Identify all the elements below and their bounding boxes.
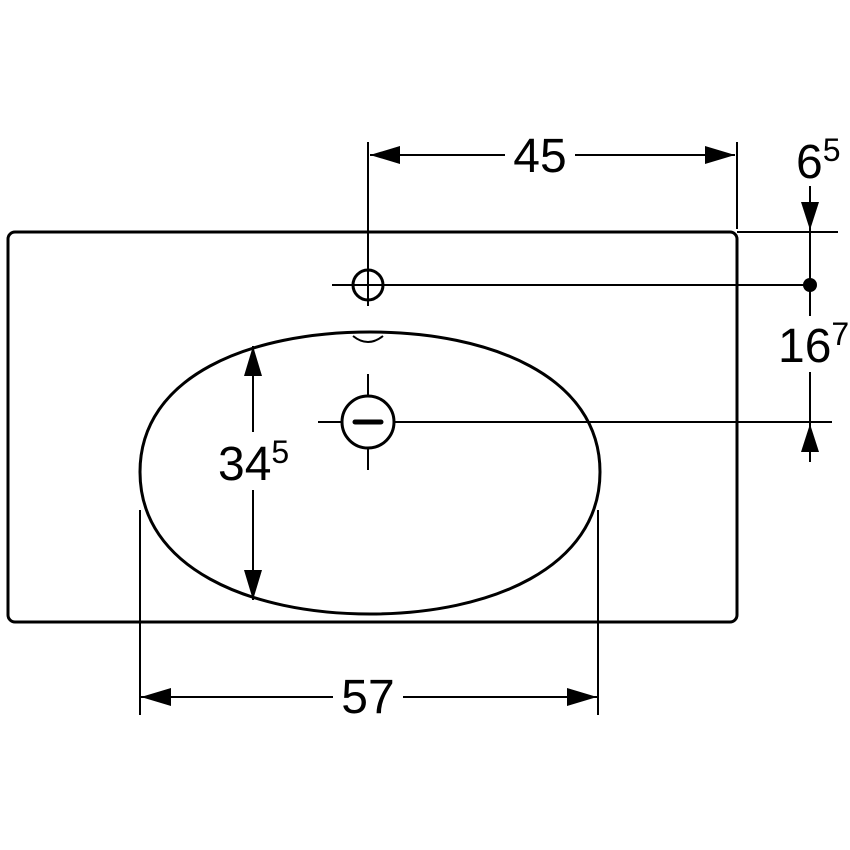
dim-45-value: 45 [513, 130, 566, 183]
dim-45-label-halo [505, 131, 575, 179]
dim-167-sup: 7 [831, 316, 849, 352]
overflow-slot [352, 335, 384, 343]
dim-65-sup: 5 [823, 132, 841, 168]
dim-65-value: 6 [796, 136, 823, 189]
dim-57-label: 57 [341, 671, 394, 724]
dim-345-arrow-up-icon [244, 346, 262, 376]
bowl-outline [138, 330, 602, 616]
dim-57-arrow-left-icon [141, 688, 171, 706]
dim-167-label-halo [772, 316, 850, 372]
dim-45-arrow-right-icon [705, 146, 735, 164]
dim-57-label-halo [333, 671, 403, 721]
dim-45-label: 45 [513, 130, 566, 183]
dim-345-label-halo [212, 432, 302, 490]
dim-345-sup: 5 [271, 434, 289, 470]
dim-45-arrow-left-icon [370, 146, 400, 164]
dim-65-label: 65 [796, 132, 841, 189]
dim-167-arrow-up-icon [801, 424, 819, 452]
dim-65-arrow-down-icon [801, 202, 819, 230]
dim-167-label: 167 [778, 316, 849, 373]
dim-345-arrow-down-icon [244, 570, 262, 600]
dim-345-label: 345 [218, 434, 289, 491]
tap-hole [351, 268, 385, 302]
dim-57-arrow-right-icon [567, 688, 597, 706]
dim-57-value: 57 [341, 671, 394, 724]
dim-345-value: 34 [218, 438, 271, 491]
dim-chain-dot [803, 278, 817, 292]
dim-167-value: 16 [778, 320, 831, 373]
